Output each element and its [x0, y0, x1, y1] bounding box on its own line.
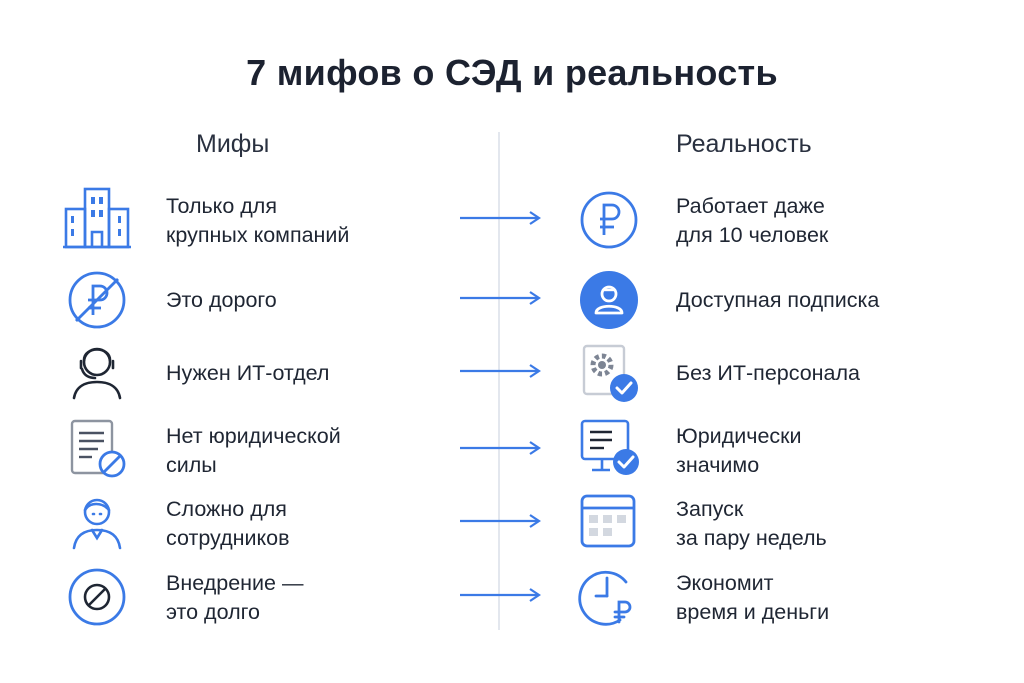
- reality-text: Работает даже для 10 человек: [676, 194, 829, 247]
- myth-row-4: Нет юридической силы Юридически значимо: [0, 415, 1024, 485]
- myth-text: Внедрение — это долго: [166, 571, 304, 624]
- calendar-grid-icon: [574, 488, 644, 558]
- myth-row-5: Сложно для сотрудников Запуск за пару не…: [0, 488, 1024, 558]
- myth-text: Сложно для сотрудников: [166, 497, 290, 550]
- myth-text: Нужен ИТ-отдел: [166, 361, 330, 385]
- myth-text: Нет юридической силы: [166, 424, 341, 477]
- reality-text: Юридически значимо: [676, 424, 802, 477]
- arrow-icon: [458, 211, 542, 225]
- myth-row-6: Внедрение — это долго Экономит время и д…: [0, 562, 1024, 632]
- reality-text: Доступная подписка: [676, 288, 880, 312]
- arrow-icon: [458, 514, 542, 528]
- reality-text: Без ИТ-персонала: [676, 361, 861, 385]
- myths-heading: Мифы: [196, 130, 270, 158]
- ruble-crossed-icon: [62, 265, 132, 335]
- column-divider: [498, 132, 500, 630]
- reality-heading: Реальность: [676, 130, 812, 158]
- arrow-icon: [458, 364, 542, 378]
- myth-row-2: Это дорого Доступная подписка: [0, 265, 1024, 335]
- myth-row-3: Нужен ИТ-отдел Без ИТ-персонала: [0, 338, 1024, 408]
- employee-icon: [62, 488, 132, 558]
- arrow-icon: [458, 588, 542, 602]
- arrow-icon: [458, 441, 542, 455]
- myth-text: Только для крупных компаний: [166, 194, 350, 247]
- document-blocked-icon: [62, 415, 132, 485]
- myth-row-1: Только для крупных компаний Работает даж…: [0, 185, 1024, 255]
- user-circle-icon: [574, 265, 644, 335]
- person-headset-icon: [62, 338, 132, 408]
- page-title: 7 мифов о СЭД и реальность: [246, 52, 778, 93]
- monitor-check-icon: [574, 415, 644, 485]
- ruble-circle-icon: [574, 185, 644, 255]
- clock-ruble-icon: [574, 562, 644, 632]
- buildings-icon: [62, 185, 132, 255]
- reality-text: Запуск за пару недель: [676, 497, 827, 550]
- myth-text: Это дорого: [166, 288, 277, 312]
- arrow-icon: [458, 291, 542, 305]
- no-entry-icon: [62, 562, 132, 632]
- reality-text: Экономит время и деньги: [676, 571, 830, 624]
- gear-check-icon: [574, 338, 644, 408]
